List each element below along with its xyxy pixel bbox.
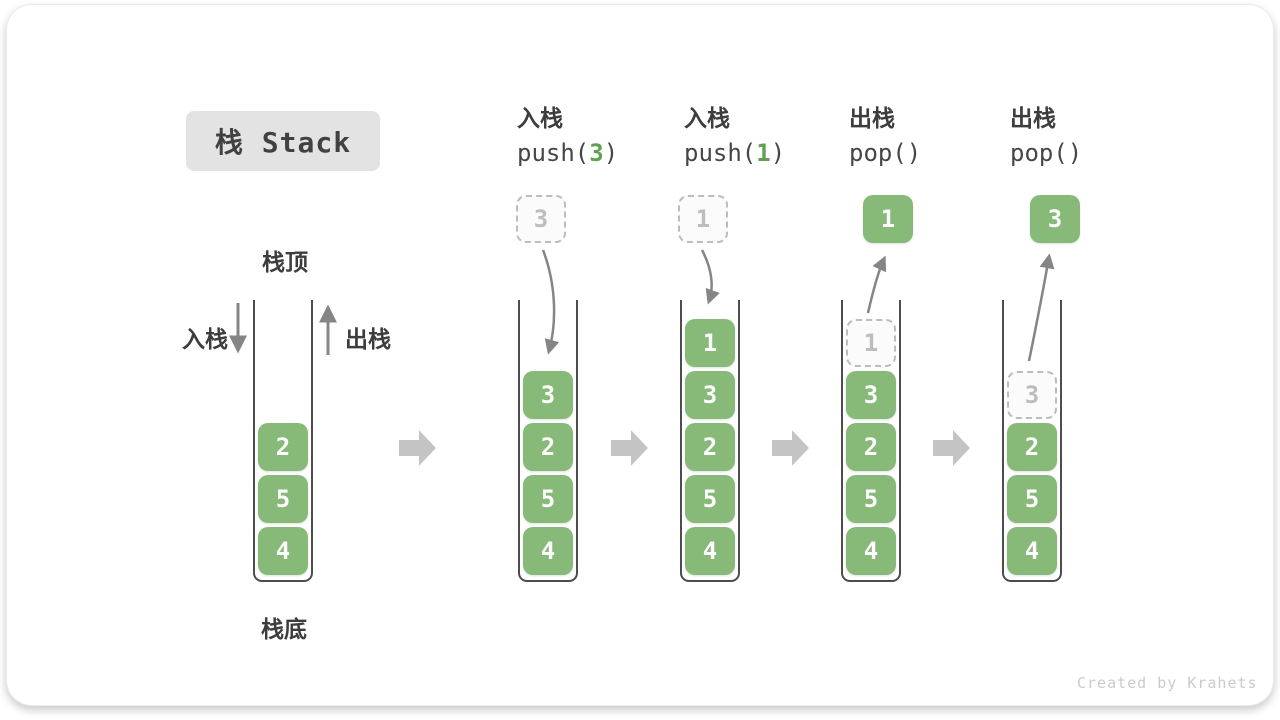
stack-cell: 5 [523,475,573,523]
ghost-cell: 1 [846,319,896,367]
operation-code: pop() [1010,139,1083,167]
stack-top-label: 栈顶 [262,249,308,275]
push-side-label: 入栈 [182,326,228,352]
operation-name: 出栈 [1010,105,1056,131]
operation-name: 入栈 [517,105,563,131]
stack-cell: 5 [1007,475,1057,523]
title-badge: 栈 Stack [186,111,380,171]
stack-cell: 4 [258,527,308,575]
stack-cell: 2 [523,423,573,471]
operation-label: 出栈 pop() [1010,105,1082,167]
next-step-arrow-icon [399,430,436,466]
operation-code: push(3) [517,139,619,167]
stack-cell: 2 [258,423,308,471]
next-step-arrow-icon [611,430,648,466]
stack-cell: 3 [846,371,896,419]
operation-label: 入栈 push(1) [684,105,785,167]
operation-name: 入栈 [684,105,730,131]
incoming-element: 1 [678,195,728,243]
stack-cell: 5 [685,475,735,523]
operation-name: 出栈 [849,105,895,131]
next-step-arrow-icon [933,430,970,466]
watermark: Created by Krahets [1077,674,1258,692]
stack-container [518,300,578,582]
stack-cell: 1 [685,319,735,367]
next-step-arrow-icon [772,430,809,466]
stack-cell: 2 [846,423,896,471]
stack-cell: 3 [685,371,735,419]
stack-cell: 3 [523,371,573,419]
stack-cell: 5 [846,475,896,523]
popped-element: 3 [1030,195,1080,243]
stack-cell: 4 [523,527,573,575]
operation-code: push(1) [684,139,786,167]
stack-container [680,300,740,582]
stack-cell: 2 [1007,423,1057,471]
stack-cell: 4 [846,527,896,575]
operation-label: 出栈 pop() [849,105,921,167]
stack-cell: 2 [685,423,735,471]
stack-cell: 4 [685,527,735,575]
operation-code: pop() [849,139,922,167]
stack-cell: 5 [258,475,308,523]
stack-container [1002,300,1062,582]
stack-container [841,300,901,582]
stack-bottom-label: 栈底 [261,616,307,642]
operation-label: 入栈 push(3) [517,105,618,167]
stack-container [253,300,313,582]
ghost-cell: 3 [1007,371,1057,419]
pop-side-label: 出栈 [345,326,391,352]
popped-element: 1 [863,195,913,243]
stack-cell: 4 [1007,527,1057,575]
incoming-element: 3 [516,195,566,243]
push-arrow-stack3-icon [700,249,720,305]
